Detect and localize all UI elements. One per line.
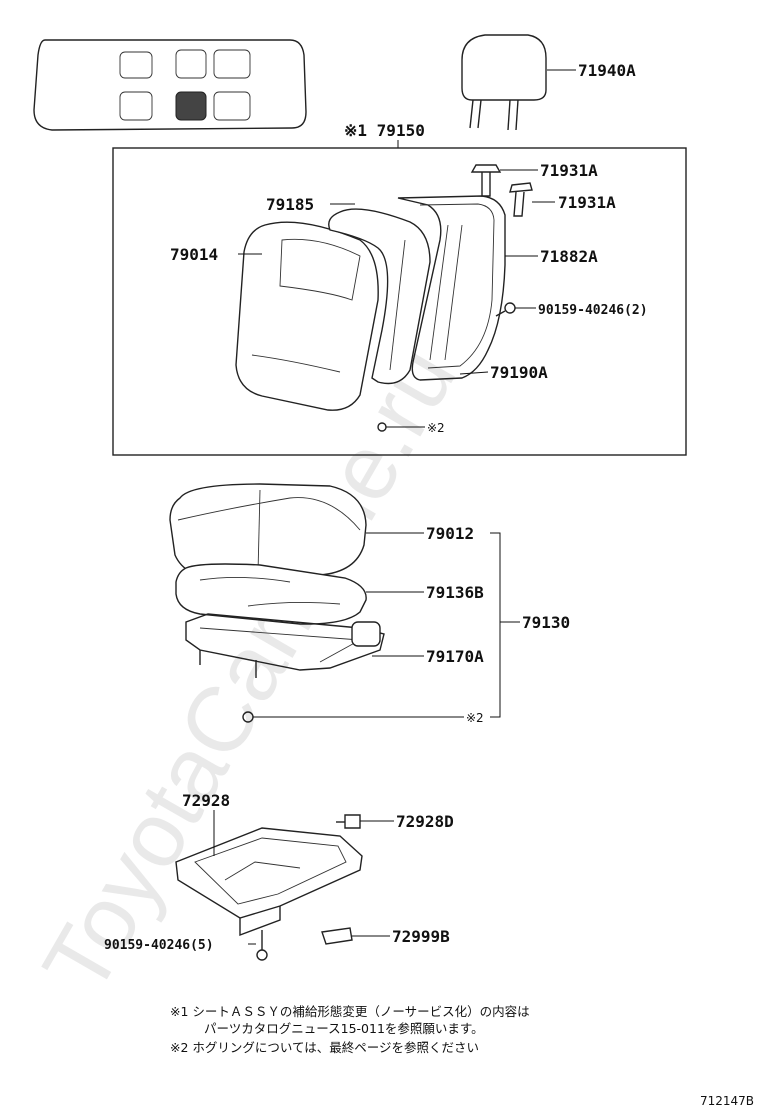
label-board-back: 79190A (490, 363, 548, 382)
label-clip2: 71931A (558, 193, 616, 212)
note1-line2: パーツカタログニュース15-011を参照願います。 (204, 1021, 484, 1036)
board-leader (459, 371, 489, 375)
vehicle-location-icon (33, 39, 307, 131)
label-tray-screw: 90159-40246(5) (104, 938, 214, 953)
hogring-cushion (242, 711, 464, 723)
screw-back (495, 302, 536, 317)
label-tray: 72928 (182, 791, 230, 810)
note1-line1: ※1 シートＡＳＳＹの補給形態変更（ノーサービス化）の内容は (170, 1004, 530, 1019)
label-cover-cushion: 79012 (426, 524, 474, 543)
seatback-pad (235, 221, 379, 411)
label-pad-cushion: 79136B (426, 583, 484, 602)
cushion-frame (185, 613, 424, 678)
label-cover-back: 79185 (266, 195, 314, 214)
label-headrest: 71940A (578, 61, 636, 80)
tray-screw (248, 930, 268, 961)
clip-71931a-lower (509, 182, 555, 217)
cushion-assy-bracket (490, 532, 501, 718)
label-screw-back: 90159-40246(2) (538, 303, 648, 318)
seatback-cover (328, 208, 431, 385)
diagram-code: 712147B (700, 1094, 754, 1108)
label-hogring-cushion: ※2 (466, 711, 484, 725)
label-cushion-assy: 79130 (522, 613, 570, 632)
label-tray-clip: 72928D (396, 812, 454, 831)
tray-bracket (321, 927, 390, 945)
cushion-pad (175, 563, 424, 625)
hogring-back (377, 422, 425, 432)
label-clip1: 71931A (540, 161, 598, 180)
label-pad-back: 79014 (170, 245, 218, 264)
seatback-frame (397, 195, 538, 381)
label-tray-bracket: 72999B (392, 927, 450, 946)
label-hogring-back: ※2 (427, 421, 445, 435)
tray-clip (336, 814, 394, 829)
headrest (461, 34, 576, 131)
under-seat-tray (175, 810, 363, 937)
label-frame-cushion: 79170A (426, 647, 484, 666)
cushion-cover (169, 483, 424, 579)
clip-71931a-upper (470, 164, 538, 197)
label-frame-back: 71882A (540, 247, 598, 266)
note2: ※2 ホグリングについては、最終ページを参照ください (170, 1040, 479, 1055)
label-assy: ※1 79150 (344, 121, 425, 140)
seatback-assy-box (112, 147, 687, 456)
